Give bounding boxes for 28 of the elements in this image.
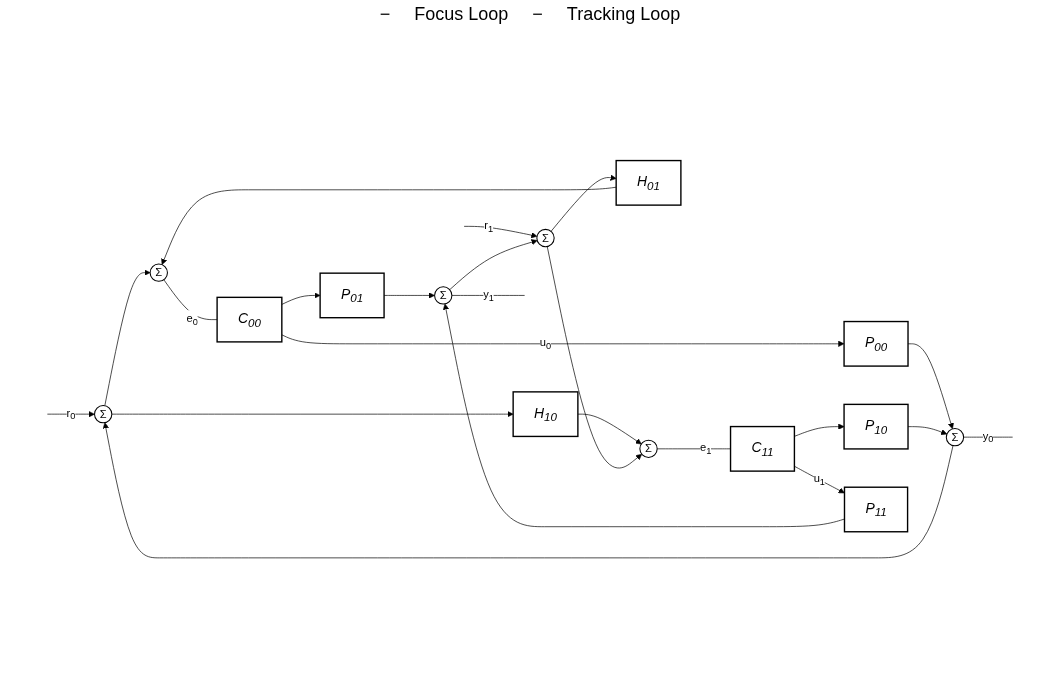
edge-label: y$_{0}$ — [982, 429, 994, 445]
edge-label: r$_{1}$ — [484, 218, 494, 234]
node-circle: Σ — [536, 228, 555, 247]
node-circle: Σ — [94, 404, 113, 424]
sign-label: − — [379, 4, 391, 25]
node-box: H$_{10}$ — [512, 390, 579, 437]
edge-label: e$_{0}$ — [186, 312, 198, 327]
edge-label: r$_{0}$ — [66, 406, 76, 422]
node-box: H$_{01}$ — [615, 159, 682, 206]
node-box: P$_{11}$ — [843, 486, 909, 533]
edge-label: u$_{0}$ — [539, 336, 552, 351]
node-circle: Σ — [434, 286, 453, 305]
loop-label: Focus Loop — [414, 4, 509, 25]
edge-label: e$_{1}$ — [700, 441, 712, 456]
connector — [163, 279, 218, 320]
connector — [451, 294, 525, 296]
node-box: C$_{00}$ — [216, 296, 283, 343]
loop-label: Tracking Loop — [566, 4, 681, 25]
node-box: C$_{11}$ — [729, 425, 796, 472]
edge-label: y$_{1}$ — [483, 287, 494, 303]
node-circle: Σ — [149, 263, 168, 282]
edge-label: u$_{1}$ — [813, 472, 826, 487]
node-box: P$_{10}$ — [843, 403, 909, 450]
sign-label: − — [532, 4, 543, 25]
node-circle: Σ — [639, 439, 658, 458]
node-circle: Σ — [945, 427, 965, 447]
node-box: P$_{01}$ — [319, 272, 385, 319]
node-box: P$_{00}$ — [843, 320, 909, 367]
